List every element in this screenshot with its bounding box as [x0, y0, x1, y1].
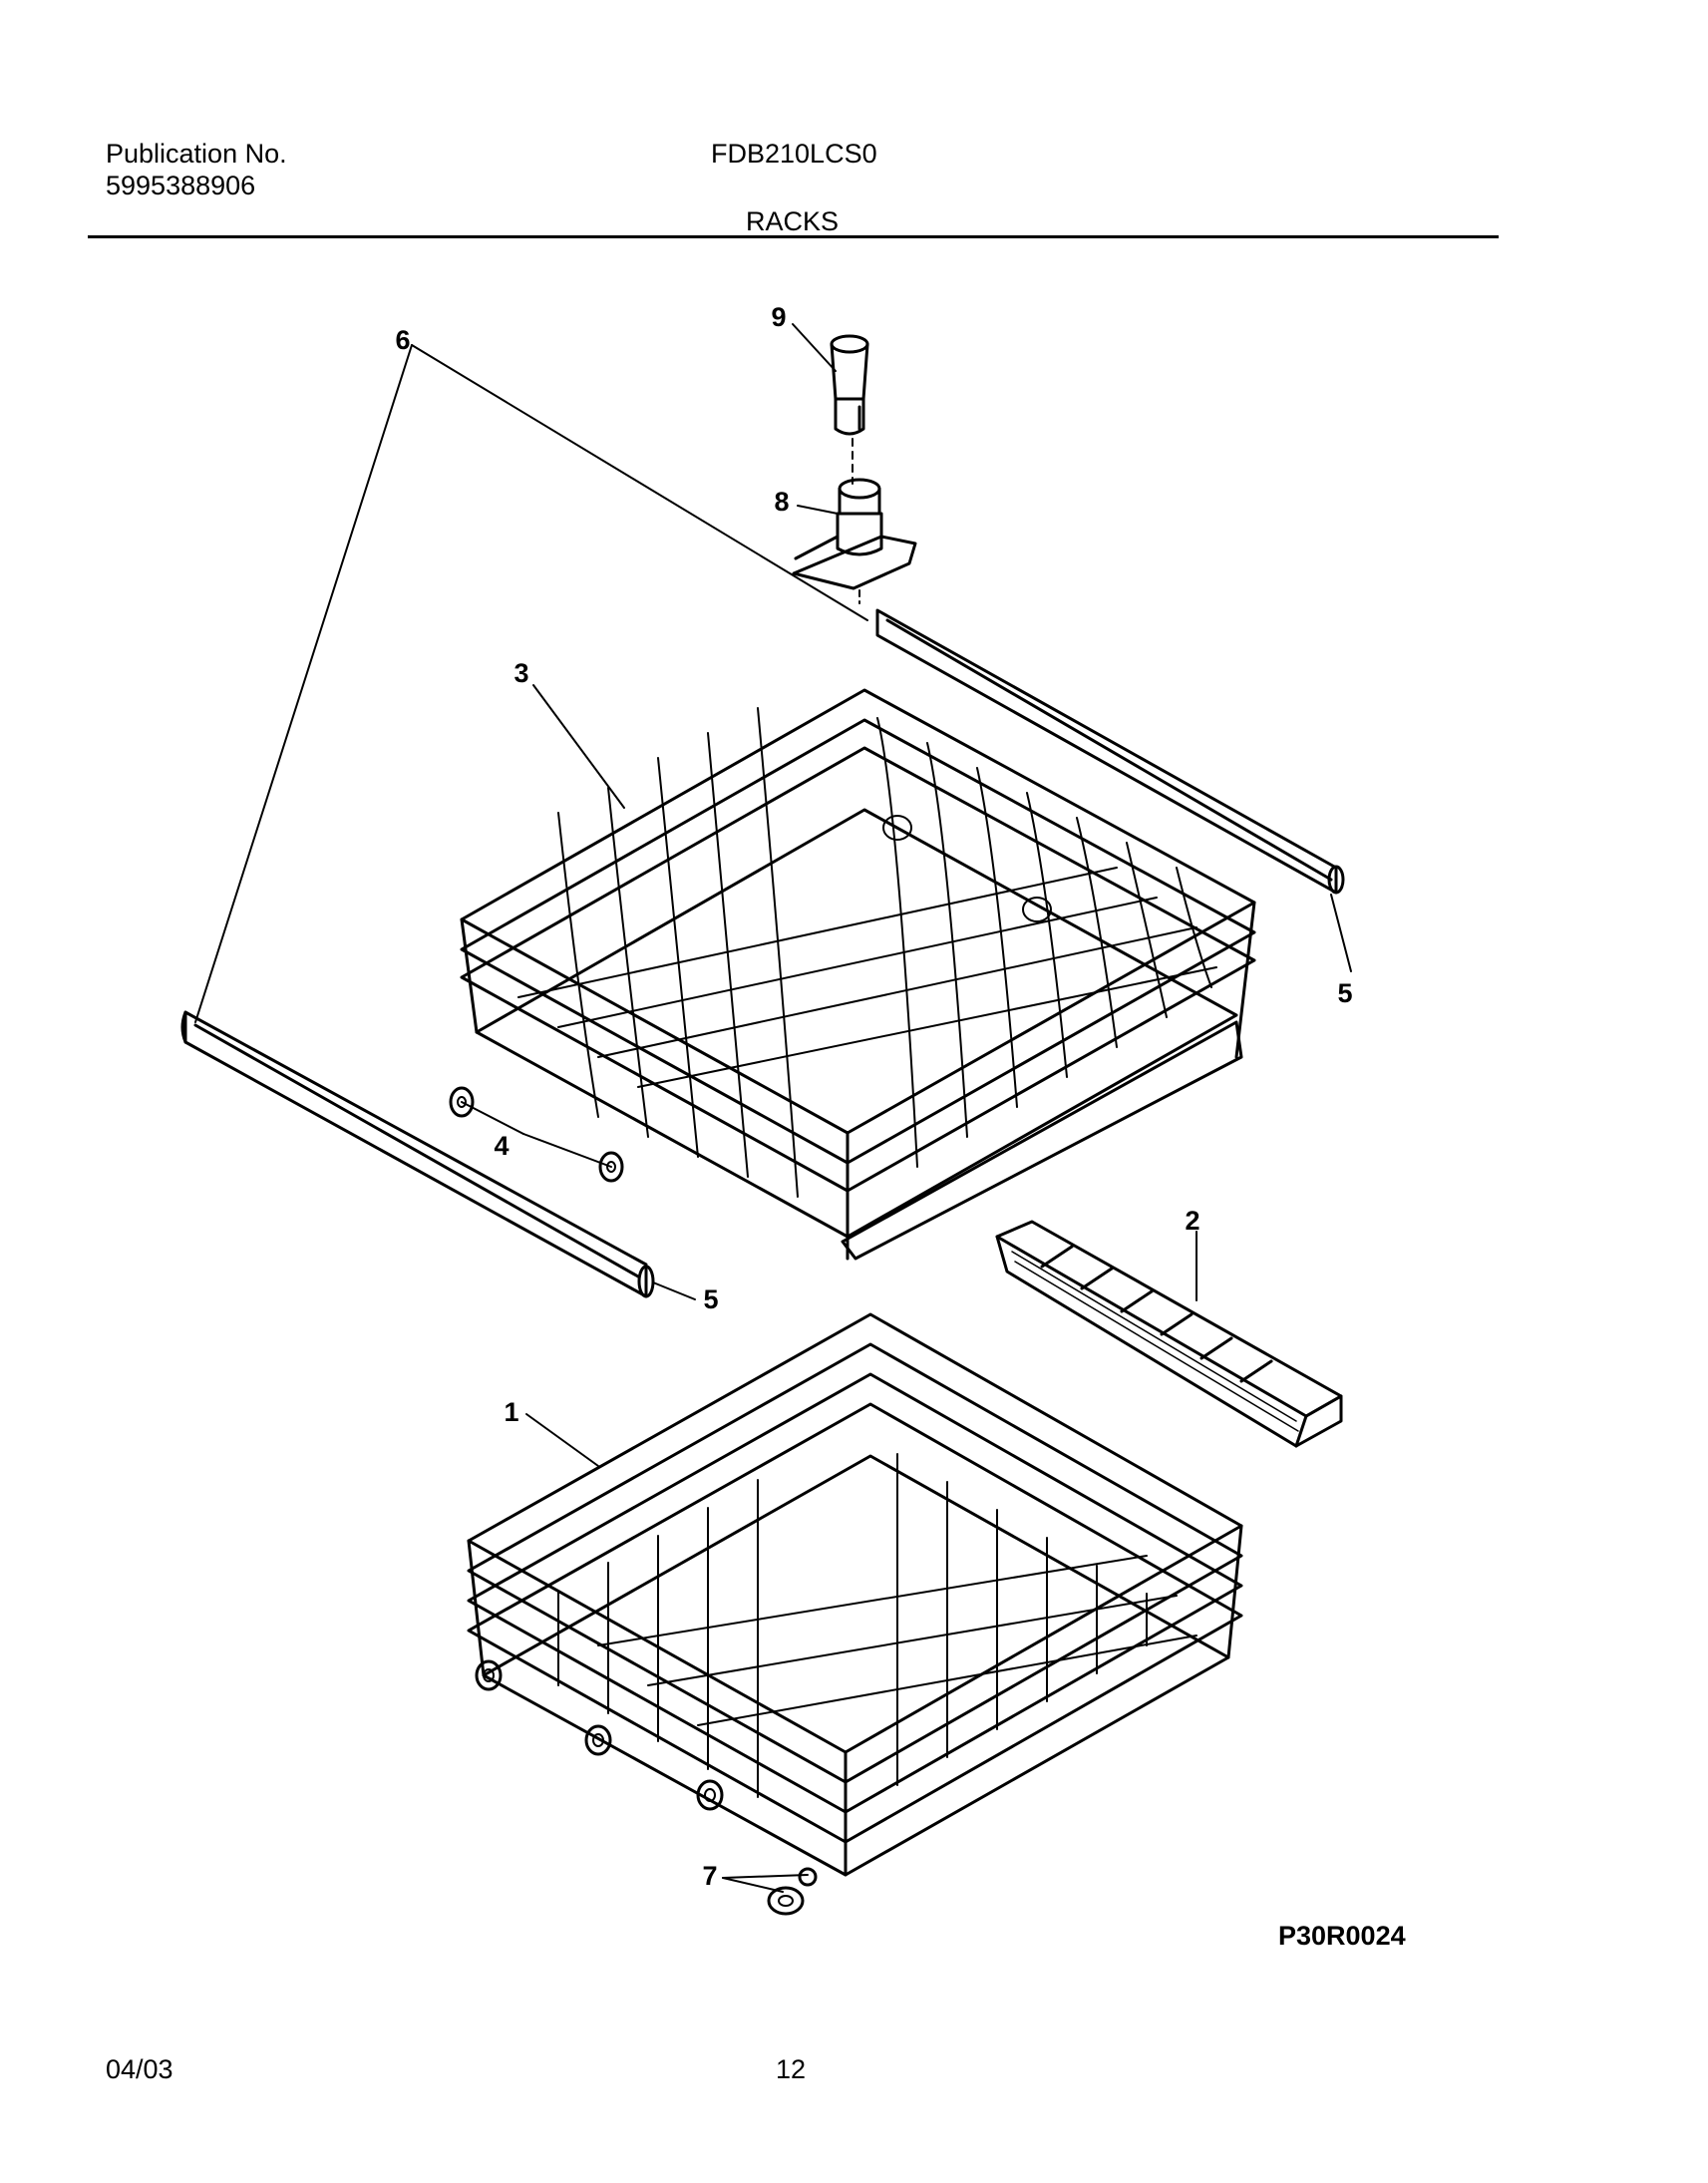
- part-8-mount: [792, 478, 917, 590]
- callout-3: 3: [513, 658, 528, 688]
- callout-8: 8: [774, 487, 789, 517]
- part-7-wheel: [767, 1867, 818, 1916]
- header-rule: [88, 235, 1499, 238]
- callout-1: 1: [504, 1397, 518, 1427]
- callout-2: 2: [1185, 1206, 1199, 1236]
- callout-5-left: 5: [703, 1284, 718, 1314]
- part-1-lower-rack: [467, 1312, 1243, 1877]
- callout-6: 6: [395, 325, 410, 355]
- callout-9: 9: [771, 302, 786, 332]
- publication-number: 5995388906: [106, 171, 256, 200]
- callout-5-right: 5: [1337, 978, 1352, 1008]
- footer-date: 04/03: [106, 2054, 173, 2084]
- part-3-upper-rack: [460, 688, 1256, 1261]
- section-title: RACKS: [746, 206, 840, 236]
- part-4-rollers: [449, 1086, 624, 1183]
- diagram-code: P30R0024: [1278, 1921, 1406, 1951]
- publication-label: Publication No.: [106, 139, 287, 169]
- part-6-left-rail: [180, 1010, 655, 1298]
- page-number: 12: [776, 2054, 807, 2084]
- lower-rack-wheels: [475, 1659, 724, 1811]
- model-number: FDB210LCS0: [711, 139, 877, 169]
- part-6-right-rail: [875, 608, 1345, 895]
- callout-4: 4: [494, 1131, 509, 1161]
- part-9-tube: [830, 334, 869, 436]
- part-2-basket: [995, 1220, 1343, 1448]
- callout-7: 7: [702, 1861, 717, 1891]
- leader-lines: [194, 323, 1352, 1893]
